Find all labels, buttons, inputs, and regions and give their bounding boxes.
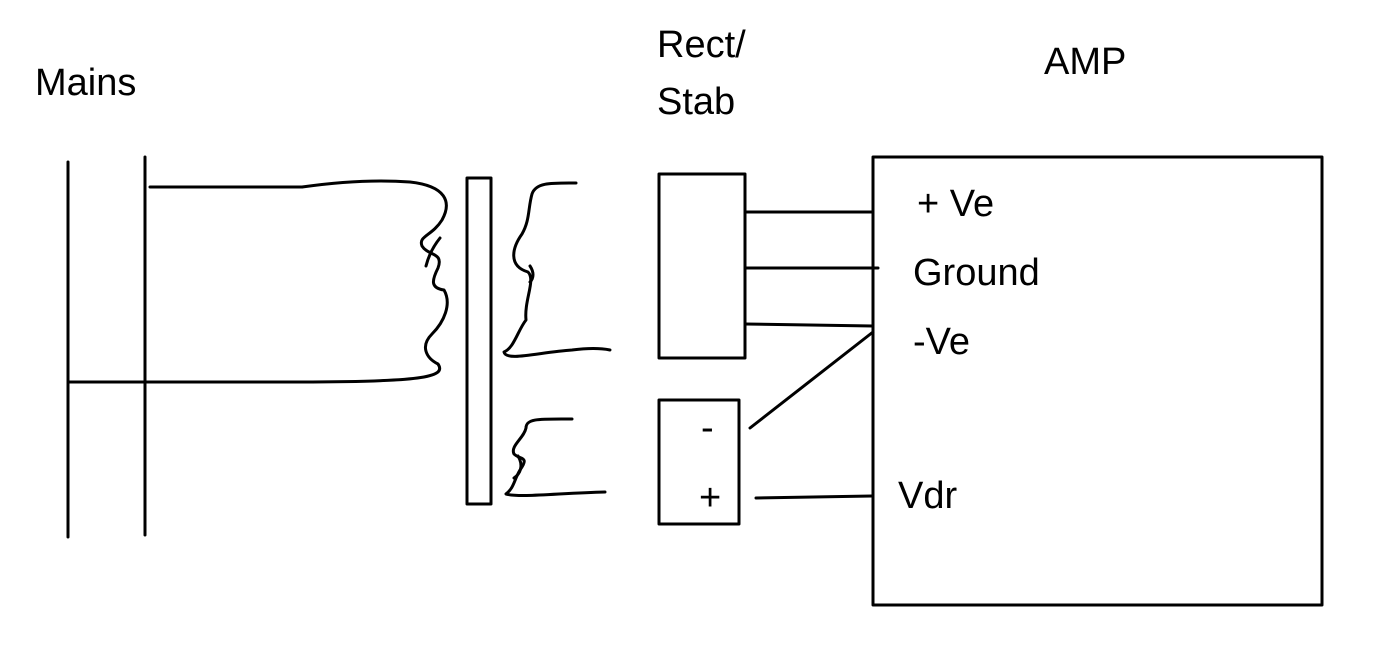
transformer-core (465, 176, 493, 506)
rect-stab-label-line1: Rect/ (657, 24, 746, 66)
pos-ve-label: + Ve (917, 183, 994, 225)
wire-neg-ve (743, 322, 875, 328)
amp-block (871, 155, 1324, 607)
rect-stab-block (657, 172, 747, 360)
mains-label: Mains (35, 62, 136, 104)
wire-plus-to-vdr (754, 494, 874, 500)
transformer-secondary-winding-lower (504, 417, 607, 498)
ground-label: Ground (913, 252, 1040, 294)
neg-ve-label: -Ve (913, 321, 970, 363)
transformer-primary-winding (298, 179, 449, 384)
amp-label: AMP (1044, 41, 1126, 83)
primary-winding-tail (424, 236, 442, 268)
wire-minus-to-neg-ve (748, 330, 875, 430)
vdr-label: Vdr (898, 475, 957, 517)
secondary-lower-tail (512, 454, 523, 480)
vdr-plus-label: + (699, 477, 721, 519)
transformer-secondary-winding-upper (502, 181, 612, 358)
rect-stab-label-line2: Stab (657, 81, 735, 123)
secondary-upper-tail (528, 264, 535, 284)
vdr-minus-label: - (701, 407, 714, 449)
vdr-block (657, 398, 741, 526)
